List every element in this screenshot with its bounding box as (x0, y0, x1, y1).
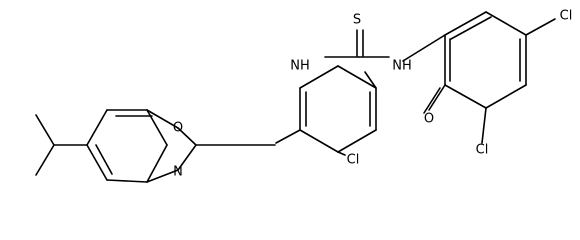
molecule-structure: Cl Cl Cl S O NH NH O N (35, 9, 572, 183)
bond-line (146, 109, 179, 129)
bond-line (444, 84, 487, 109)
chlorine-label-top-right: Cl (560, 9, 573, 24)
bond-lines (35, 11, 556, 183)
atom-labels: Cl Cl Cl S O NH NH O N (173, 9, 572, 180)
bond-line (337, 151, 346, 156)
bond-line (444, 11, 487, 36)
bond-line (428, 84, 446, 111)
bond-line (423, 87, 441, 114)
bond-line (299, 65, 339, 89)
bond-line (364, 71, 377, 89)
chlorine-label-right-ring: Cl (476, 143, 489, 158)
bond-line (485, 84, 527, 109)
bond-line (177, 127, 197, 146)
oxazole-oxygen-label: O (173, 121, 183, 136)
bond-line (35, 114, 55, 146)
oxazole-nitrogen-label: N (173, 165, 183, 180)
amine-nh-label-left: NH (290, 59, 310, 74)
carbonyl-oxygen-label: O (424, 112, 434, 127)
chlorine-label-center: Cl (347, 153, 360, 168)
bond-line (481, 107, 487, 144)
amine-nh-label-right: NH (392, 59, 412, 74)
bond-line (299, 129, 339, 153)
bond-line (35, 144, 55, 176)
bond-line (146, 169, 179, 183)
bond-line (485, 11, 527, 36)
bond-line (86, 109, 108, 146)
bond-line (86, 144, 108, 181)
bond-line (146, 144, 168, 183)
bond-line (177, 144, 197, 171)
bond-line (525, 18, 556, 36)
bond-line (337, 129, 377, 153)
bond-line (275, 129, 301, 144)
bond-line (106, 179, 148, 183)
bond-line (95, 144, 113, 175)
bond-line (402, 34, 446, 62)
sulfur-label: S (353, 13, 361, 28)
bond-line (450, 16, 492, 40)
bond-line (337, 65, 377, 89)
